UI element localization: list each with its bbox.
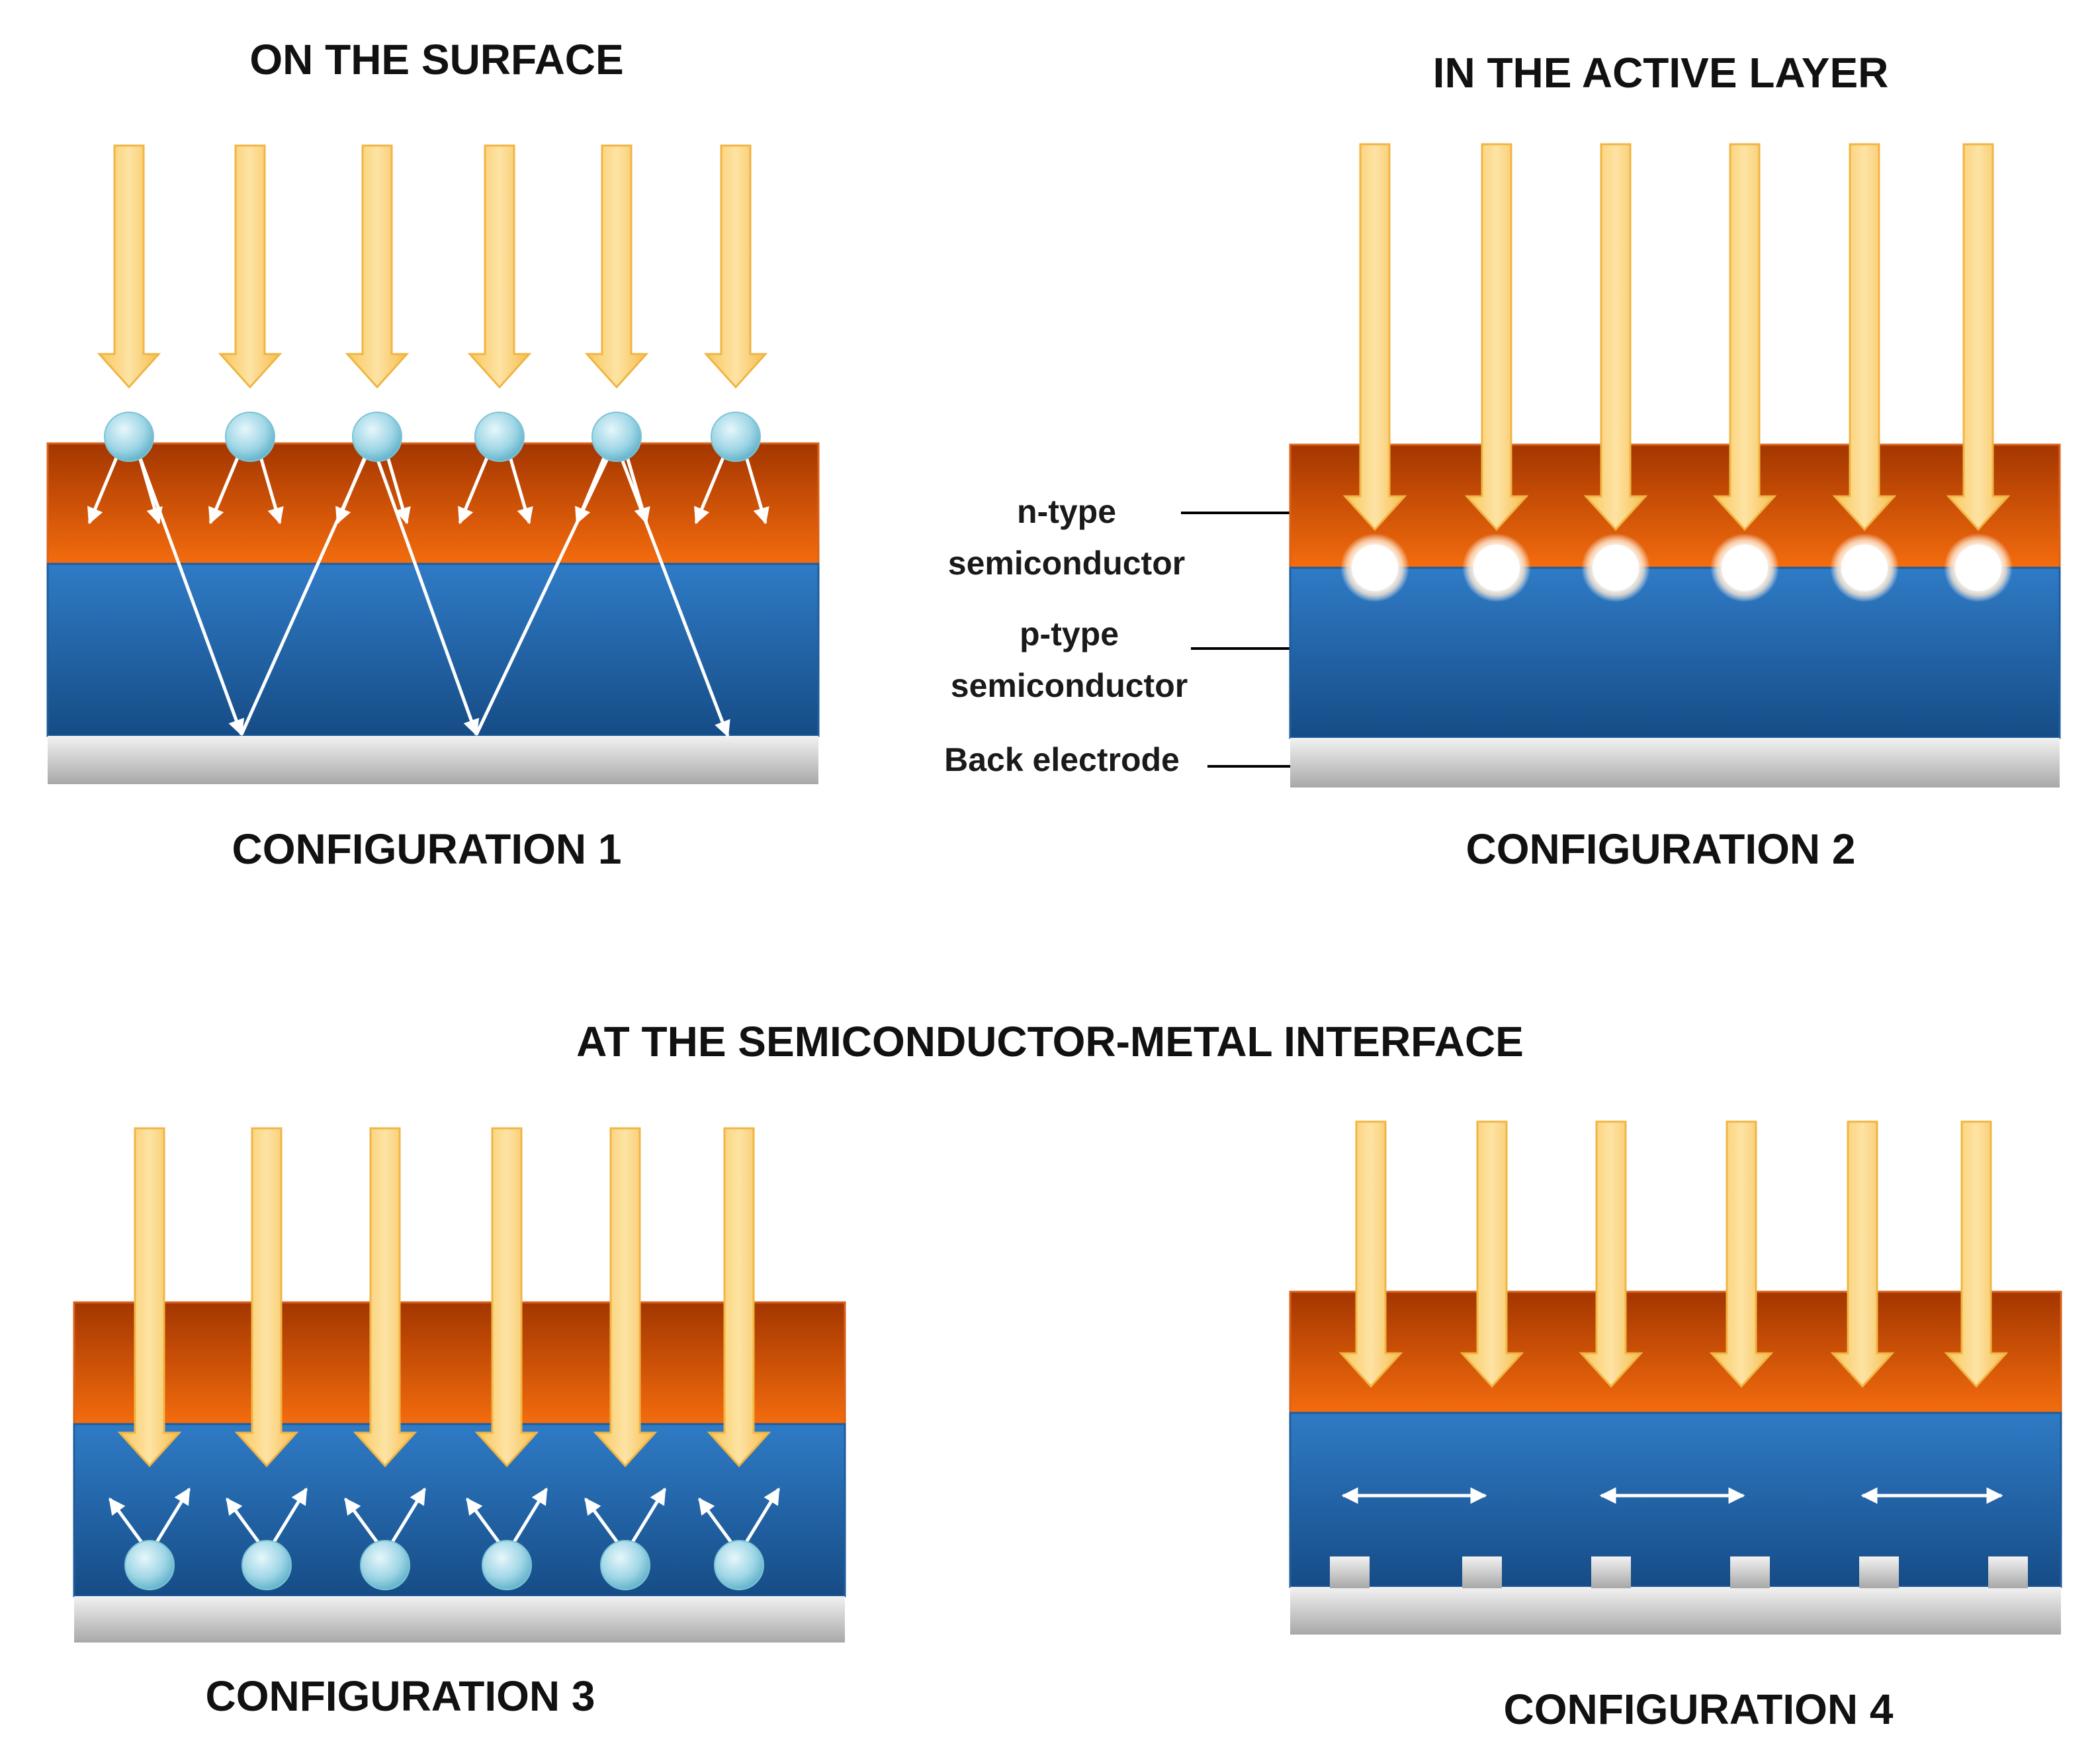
metal-nanoparticle xyxy=(241,1540,292,1590)
incident-light-arrow xyxy=(593,1127,658,1468)
caption-configuration-1: CONFIGURATION 1 xyxy=(232,825,621,873)
incident-light-arrow xyxy=(1583,143,1648,531)
scattered-light-arrow xyxy=(740,1487,781,1550)
grating-bump xyxy=(1591,1556,1631,1588)
incident-light-arrow xyxy=(353,1127,417,1468)
p-type-layer xyxy=(1289,1412,2062,1588)
panel-configuration-2 xyxy=(1289,143,2061,788)
incident-light-arrow xyxy=(117,1127,182,1468)
incident-light-arrow xyxy=(1712,143,1777,531)
scattered-light-arrow xyxy=(108,1497,148,1550)
label-back-electrode: Back electrode xyxy=(944,741,1180,778)
incident-light-arrow xyxy=(474,1127,539,1468)
scattered-light-arrow xyxy=(584,1497,624,1550)
metal-nanoparticle xyxy=(474,412,525,462)
back-electrode-layer xyxy=(1290,1587,2061,1635)
metal-nanoparticle xyxy=(124,1540,175,1590)
scattered-light-arrow xyxy=(627,1487,667,1550)
n-type-layer xyxy=(1289,1290,2062,1414)
panel-configuration-4 xyxy=(1289,1120,2062,1635)
embedded-nanoparticle xyxy=(1473,545,1520,591)
heading-semiconductor-metal-interface: AT THE SEMICONDUCTOR-METAL INTERFACE xyxy=(576,1018,1524,1065)
p-type-layer xyxy=(46,562,820,737)
incident-light-arrow xyxy=(1464,143,1529,531)
metal-nanoparticle xyxy=(104,412,154,462)
back-electrode-layer xyxy=(1290,738,2060,788)
metal-nanoparticle xyxy=(600,1540,650,1590)
incident-light-arrow xyxy=(1830,1120,1895,1388)
caption-configuration-4: CONFIGURATION 4 xyxy=(1503,1686,1893,1733)
metal-nanoparticle xyxy=(360,1540,410,1590)
label-p-type-line1: p-type xyxy=(1020,615,1119,652)
incident-light-arrow xyxy=(1579,1120,1643,1388)
metal-nanoparticle xyxy=(591,412,642,462)
metal-nanoparticle xyxy=(352,412,402,462)
scattered-light-arrow xyxy=(151,1487,191,1550)
scattered-light-arrow xyxy=(697,1497,738,1550)
metal-nanoparticle xyxy=(482,1540,532,1590)
scattered-light-arrow xyxy=(370,443,480,737)
incident-light-arrow xyxy=(703,144,768,389)
incident-light-arrow xyxy=(1832,143,1897,531)
back-electrode-layer xyxy=(74,1596,845,1642)
incident-light-arrow xyxy=(345,144,410,389)
n-type-layer xyxy=(1289,443,2061,569)
incident-light-arrow xyxy=(707,1127,771,1468)
incident-light-arrow xyxy=(1460,1120,1524,1388)
scattered-light-arrow xyxy=(613,441,730,738)
scattered-light-arrow xyxy=(268,1487,308,1550)
label-p-type-line2: semiconductor xyxy=(951,667,1188,704)
caption-configuration-3: CONFIGURATION 3 xyxy=(205,1672,595,1720)
metal-nanoparticle xyxy=(714,1540,764,1590)
caption-configuration-2: CONFIGURATION 2 xyxy=(1466,825,1855,873)
grating-bump xyxy=(1462,1556,1502,1588)
incident-light-arrow xyxy=(234,1127,299,1468)
incident-light-arrow xyxy=(1342,143,1407,531)
incident-light-arrow xyxy=(584,144,649,389)
embedded-nanoparticle xyxy=(1955,545,2001,591)
incident-light-arrow xyxy=(1946,143,2011,531)
grating-bump xyxy=(1330,1556,1370,1588)
embedded-nanoparticle xyxy=(1593,545,1639,591)
incident-light-arrow xyxy=(218,144,283,389)
scattered-light-arrow xyxy=(343,1497,384,1550)
embedded-nanoparticle xyxy=(1841,545,1888,591)
n-type-layer xyxy=(46,442,820,565)
label-n-type-line1: n-type xyxy=(1017,493,1116,530)
embedded-nanoparticle xyxy=(1352,545,1398,591)
incident-light-arrow xyxy=(1944,1120,2009,1388)
incident-light-arrow xyxy=(1338,1120,1403,1388)
label-n-type-line2: semiconductor xyxy=(948,545,1185,582)
grating-bump xyxy=(1859,1556,1899,1588)
scattered-light-arrow xyxy=(465,1497,505,1550)
p-type-layer xyxy=(1289,566,2061,739)
scattered-light-arrow xyxy=(508,1487,548,1550)
incident-light-arrow xyxy=(467,144,532,389)
panel-configuration-1 xyxy=(46,144,820,784)
grating-bump xyxy=(1988,1556,2028,1588)
back-electrode-layer xyxy=(48,736,818,784)
embedded-nanoparticle xyxy=(1722,545,1768,591)
scattered-light-arrow xyxy=(225,1497,265,1550)
metal-nanoparticle xyxy=(711,412,761,462)
scattered-light-arrow xyxy=(386,1487,427,1550)
grating-bump xyxy=(1730,1556,1770,1588)
metal-nanoparticle xyxy=(225,412,275,462)
heading-in-the-active-layer: IN THE ACTIVE LAYER xyxy=(1433,49,1889,97)
scattered-light-arrow xyxy=(474,440,617,736)
n-type-layer xyxy=(73,1301,846,1425)
scattered-light-arrow xyxy=(130,436,244,737)
panel-configuration-3 xyxy=(73,1127,846,1642)
incident-light-arrow xyxy=(97,144,161,389)
heading-on-the-surface: ON THE SURFACE xyxy=(249,36,623,83)
incident-light-arrow xyxy=(1709,1120,1774,1388)
